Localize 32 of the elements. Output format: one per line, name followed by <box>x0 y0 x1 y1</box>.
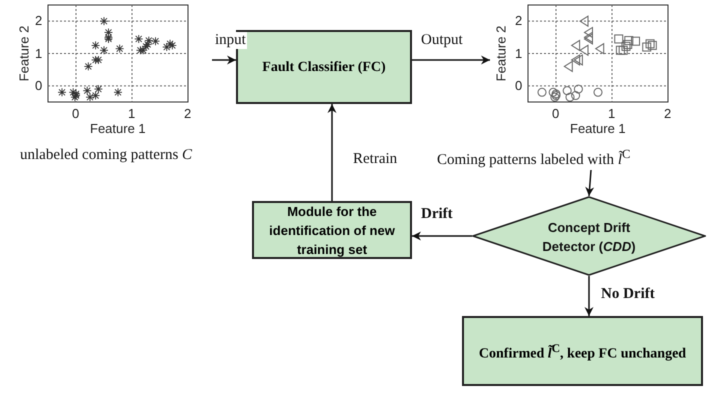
tick-label: 0 <box>35 78 42 93</box>
axis-title: Feature 2 <box>16 25 32 81</box>
box-label: Confirmed l̃$^{C}$, keep FC unchanged <box>478 340 688 364</box>
tick-label: 0 <box>72 106 80 121</box>
box-label: Fault Classifier (FC) <box>261 58 387 76</box>
tick-label: 1 <box>515 46 522 60</box>
tick-label: 1 <box>608 106 616 121</box>
tick-label: 2 <box>515 13 522 28</box>
process-box <box>462 316 703 386</box>
arrow <box>584 276 594 316</box>
arrow <box>412 232 472 240</box>
tick-label: 2 <box>35 13 42 28</box>
axis-title: Feature 1 <box>570 121 626 136</box>
tick-label: 1 <box>128 106 136 121</box>
arrow <box>328 104 336 201</box>
arrow <box>212 56 236 64</box>
node-label: Coming patterns labeled with l̃$^{C}$ <box>437 147 630 169</box>
tick-label: 0 <box>515 78 522 93</box>
diamond-label: Concept Drift Detector (CDD) <box>541 219 637 256</box>
axis-title: Feature 1 <box>90 121 146 136</box>
process-box <box>252 201 412 259</box>
tick-label: 2 <box>664 106 672 121</box>
arrow <box>412 56 490 64</box>
edge-label: input <box>214 32 247 49</box>
edge-label: Output <box>420 32 464 49</box>
tick-label: 2 <box>184 106 192 121</box>
tick-label: 1 <box>35 46 42 60</box>
arrow <box>585 170 594 196</box>
node-label: unlabeled coming patterns C <box>20 147 192 164</box>
tick-label: 0 <box>552 106 560 121</box>
box-label: Module for the identification of new training set <box>268 202 396 258</box>
axis-title: Feature 2 <box>493 25 508 81</box>
